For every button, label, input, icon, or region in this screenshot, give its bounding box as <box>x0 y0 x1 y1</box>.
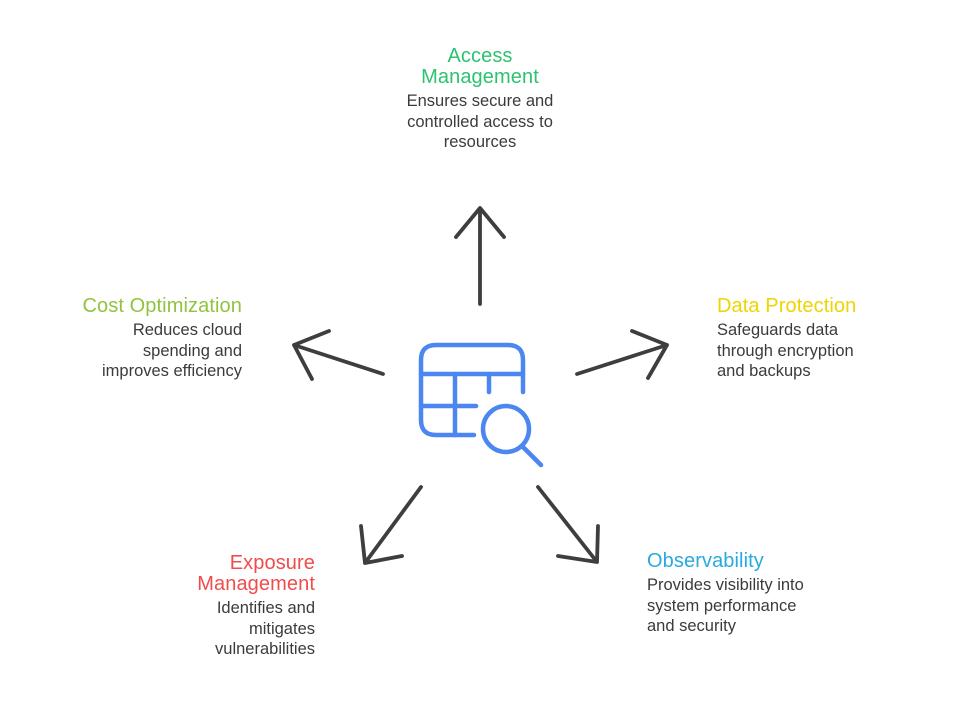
node-title: Exposure Management <box>197 552 315 595</box>
node-observability: Observability Provides visibility into s… <box>647 551 887 637</box>
node-cost-optimization: Cost Optimization Reduces cloud spending… <box>12 296 242 382</box>
node-title: Access Management <box>421 45 539 88</box>
arrow-lower-right-icon <box>536 485 600 564</box>
arrow-lower-left-icon <box>359 485 423 565</box>
node-data-protection: Data Protection Safeguards data through … <box>717 296 947 382</box>
node-description: Ensures secure and controlled access to … <box>406 92 554 151</box>
node-description: Safeguards data through encryption and b… <box>717 321 854 380</box>
arrow-group <box>292 206 669 565</box>
node-exposure-management: Exposure Management Identifies and mitig… <box>85 553 315 660</box>
node-description: Identifies and mitigates vulnerabilities <box>215 599 315 658</box>
node-description: Reduces cloud spending and improves effi… <box>101 321 242 380</box>
node-title: Cost Optimization <box>82 295 242 317</box>
node-title: Observability <box>647 550 764 572</box>
node-title: Data Protection <box>717 295 857 317</box>
arrow-upper-left-icon <box>292 329 385 381</box>
arrow-upper-right-icon <box>575 329 669 380</box>
node-description: Provides visibility into system performa… <box>647 576 804 635</box>
arrow-up-icon <box>454 206 506 306</box>
node-access-management: Access Management Ensures secure and con… <box>340 46 620 153</box>
table-search-icon <box>418 342 544 468</box>
